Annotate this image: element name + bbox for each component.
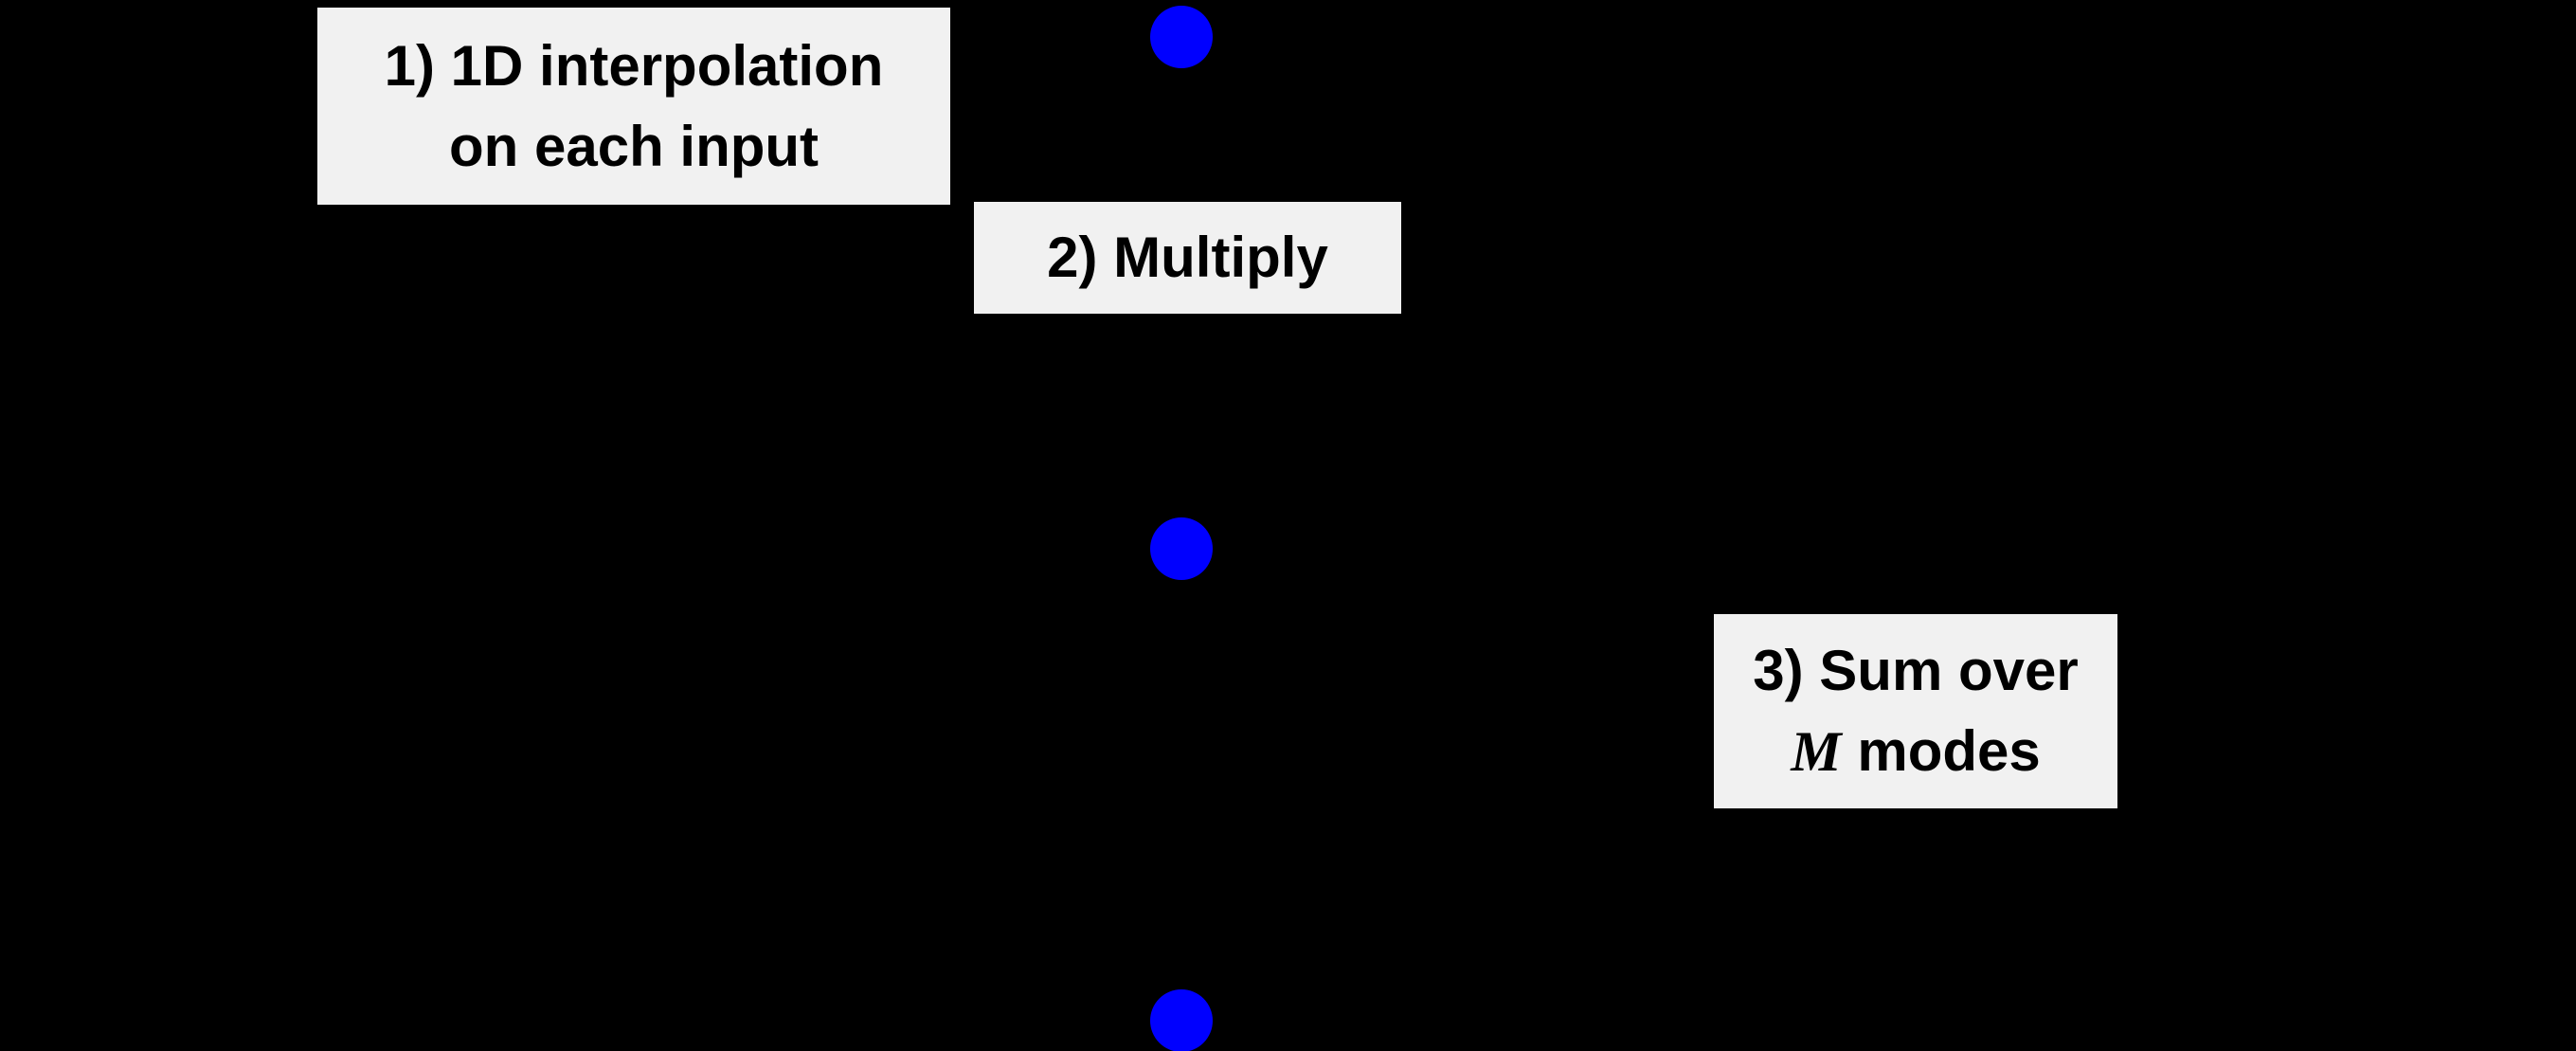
blue-node-middle bbox=[1150, 517, 1213, 580]
step2-line1: 2) Multiply bbox=[1047, 226, 1328, 290]
step1-line2: on each input bbox=[449, 115, 819, 178]
blue-node-top bbox=[1150, 6, 1213, 68]
step1-label: 1) 1D interpolation on each input bbox=[317, 8, 950, 205]
step3-line2-rest: modes bbox=[1857, 719, 2041, 783]
step3-line1: 3) Sum over bbox=[1753, 638, 2079, 702]
step2-label: 2) Multiply bbox=[974, 202, 1401, 314]
step3-m-symbol: M bbox=[1791, 720, 1842, 783]
blue-node-bottom bbox=[1150, 989, 1213, 1051]
step1-line1: 1) 1D interpolation bbox=[384, 33, 884, 98]
